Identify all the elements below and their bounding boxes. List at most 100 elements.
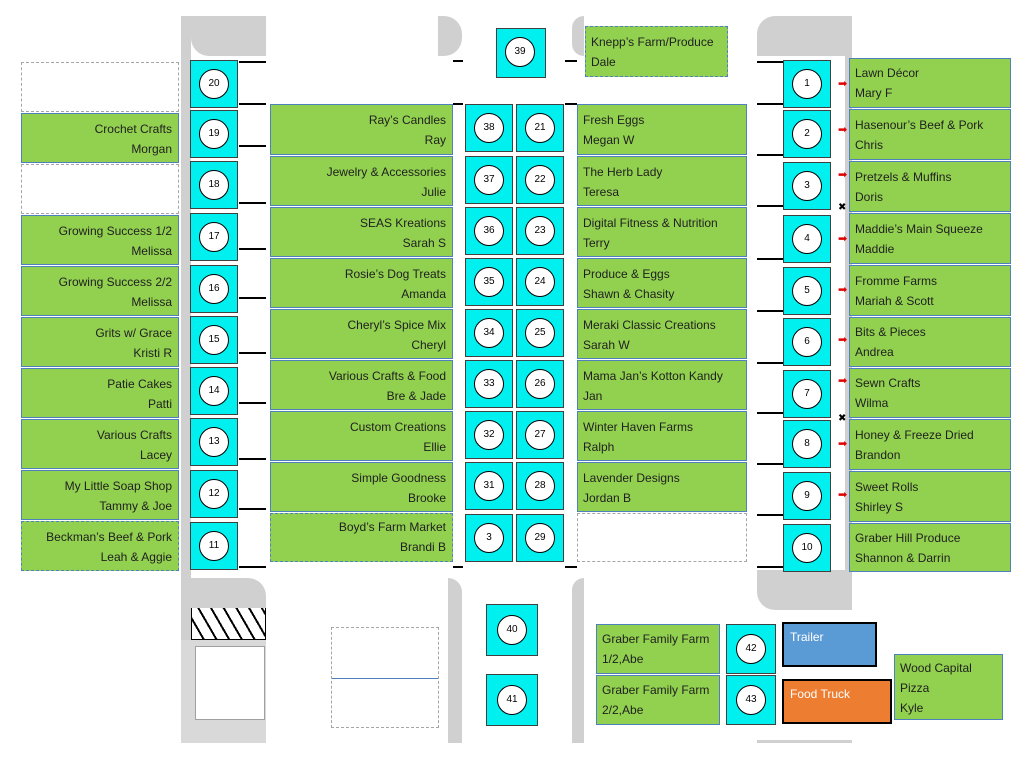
booth-25[interactable]: 25 — [516, 309, 564, 357]
booth-27[interactable]: 27 — [516, 411, 564, 459]
vendor-1[interactable]: Lawn Décor Mary F — [849, 58, 1011, 108]
vendor-28[interactable]: Lavender Designs Jordan B — [577, 462, 747, 512]
vendor-31[interactable]: Simple Goodness Brooke — [270, 462, 453, 512]
booth-26[interactable]: 26 — [516, 360, 564, 408]
vendor-person: Bre & Jade — [386, 389, 446, 403]
booth-43[interactable]: 43 — [726, 675, 776, 725]
vendor-35[interactable]: Rosie’s Dog Treats Amanda — [270, 258, 453, 308]
booth-14[interactable]: 14 — [190, 367, 238, 415]
vendor-32[interactable]: Custom Creations Ellie — [270, 411, 453, 461]
vendor-39[interactable]: Knepp’s Farm/Produce Dale — [585, 26, 728, 77]
booth-24[interactable]: 24 — [516, 258, 564, 306]
vendor-26[interactable]: Mama Jan’s Kotton Kandy Jan — [577, 360, 747, 410]
booth-19[interactable]: 19 — [190, 110, 238, 158]
vendor-27[interactable]: Winter Haven Farms Ralph — [577, 411, 747, 461]
vendor-19[interactable]: Crochet Crafts Morgan — [21, 113, 179, 163]
booth-11[interactable]: 11 — [190, 522, 238, 570]
vendor-16[interactable]: Growing Success 2/2 Melissa — [21, 266, 179, 316]
vendor-6[interactable]: Bits & Pieces Andrea — [849, 317, 1011, 367]
booth-16[interactable]: 16 — [190, 265, 238, 313]
vendor-2[interactable]: Hasenour’s Beef & Pork Chris — [849, 109, 1011, 160]
parking-box-divider — [332, 678, 438, 679]
vendor-37[interactable]: Jewelry & Accessories Julie — [270, 156, 453, 206]
booth-5[interactable]: 5 — [783, 267, 831, 315]
vendor-11[interactable]: Beckman’s Beef & Pork Leah & Aggie — [21, 521, 179, 571]
trailer[interactable]: Trailer — [782, 622, 877, 667]
vendor-33[interactable]: Various Crafts & Food Bre & Jade — [270, 360, 453, 410]
food-truck[interactable]: Food Truck — [782, 679, 892, 724]
booth-32[interactable]: 32 — [465, 411, 513, 459]
booth-36[interactable]: 36 — [465, 207, 513, 255]
booth-18[interactable]: 18 — [190, 161, 238, 209]
booth-29[interactable]: 29 — [516, 514, 564, 562]
booth-37[interactable]: 37 — [465, 156, 513, 204]
booth-21[interactable]: 21 — [516, 104, 564, 152]
booth-8[interactable]: 8 — [783, 420, 831, 468]
booth-22[interactable]: 22 — [516, 156, 564, 204]
vendor-38[interactable]: Ray’s Candles Ray — [270, 104, 453, 155]
booth-17[interactable]: 17 — [190, 213, 238, 261]
booth-7[interactable]: 7 — [783, 370, 831, 418]
booth-number: 23 — [525, 216, 555, 246]
booth-31[interactable]: 31 — [465, 462, 513, 510]
booth-42[interactable]: 42 — [726, 624, 776, 674]
booth-4[interactable]: 4 — [783, 215, 831, 263]
vendor-30[interactable]: Boyd’s Farm Market Brandi B — [270, 513, 453, 562]
vendor-13[interactable]: Various Crafts Lacey — [21, 419, 179, 469]
booth-number: 12 — [199, 479, 229, 509]
vendor-10[interactable]: Graber Hill Produce Shannon & Darrin — [849, 523, 1011, 572]
booth-41[interactable]: 41 — [486, 674, 538, 726]
vendor-25[interactable]: Meraki Classic Creations Sarah W — [577, 309, 747, 359]
vendor-34[interactable]: Cheryl’s Spice Mix Cheryl — [270, 309, 453, 359]
vendor-21[interactable]: Fresh Eggs Megan W — [577, 104, 747, 155]
vendor-24[interactable]: Produce & Eggs Shawn & Chasity — [577, 258, 747, 308]
booth-35[interactable]: 35 — [465, 258, 513, 306]
vendor-name: The Herb Lady — [583, 165, 663, 179]
vendor-14[interactable]: Patie Cakes Patti — [21, 368, 179, 418]
booth-40[interactable]: 40 — [486, 604, 538, 656]
vendor-12[interactable]: My Little Soap Shop Tammy & Joe — [21, 470, 179, 520]
booth-10[interactable]: 10 — [783, 524, 831, 572]
booth-number: 26 — [525, 369, 555, 399]
vendor-36[interactable]: SEAS Kreations Sarah S — [270, 207, 453, 257]
booth-33[interactable]: 33 — [465, 360, 513, 408]
vendor-name: Growing Success 2/2 — [58, 275, 172, 289]
booth-38[interactable]: 38 — [465, 104, 513, 152]
vendor-5[interactable]: Fromme Farms Mariah & Scott — [849, 265, 1011, 316]
vendor-person: Megan W — [583, 133, 635, 147]
vendor-9[interactable]: Sweet Rolls Shirley S — [849, 471, 1011, 522]
booth-12[interactable]: 12 — [190, 470, 238, 518]
booth-number: 38 — [474, 113, 504, 143]
vendor-4[interactable]: Maddie’s Main Squeeze Maddie — [849, 213, 1011, 264]
booth-39[interactable]: 39 — [496, 28, 546, 78]
vendor-name: Growing Success 1/2 — [58, 224, 172, 238]
x-icon: ✖ — [838, 202, 847, 213]
vendor-17[interactable]: Growing Success 1/2 Melissa — [21, 215, 179, 265]
booth-20[interactable]: 20 — [190, 60, 238, 108]
arrow-icon: ➡ — [838, 489, 848, 501]
vendor-43[interactable]: Graber Family Farm 2/2,Abe — [596, 675, 720, 725]
booth-6[interactable]: 6 — [783, 318, 831, 366]
booth-2[interactable]: 2 — [783, 110, 831, 158]
booth-28[interactable]: 28 — [516, 462, 564, 510]
booth-30[interactable]: 3 — [465, 514, 513, 562]
center-left-road — [448, 608, 462, 743]
booth-13[interactable]: 13 — [190, 418, 238, 466]
booth-34[interactable]: 34 — [465, 309, 513, 357]
vendor-name: Bits & Pieces — [855, 325, 926, 339]
tick — [565, 60, 577, 62]
booth-15[interactable]: 15 — [190, 316, 238, 364]
vendor-42[interactable]: Graber Family Farm 1/2,Abe — [596, 624, 720, 674]
booth-3[interactable]: 3 — [783, 162, 831, 210]
vendor-person: Sarah W — [583, 338, 630, 352]
vendor-22[interactable]: The Herb Lady Teresa — [577, 156, 747, 206]
vendor-pizza[interactable]: Wood Capital Pizza Kyle — [894, 654, 1003, 720]
booth-9[interactable]: 9 — [783, 472, 831, 520]
booth-23[interactable]: 23 — [516, 207, 564, 255]
vendor-3[interactable]: Pretzels & Muffins Doris — [849, 161, 1011, 212]
vendor-15[interactable]: Grits w/ Grace Kristi R — [21, 317, 179, 367]
vendor-7[interactable]: Sewn Crafts Wilma — [849, 368, 1011, 418]
vendor-23[interactable]: Digital Fitness & Nutrition Terry — [577, 207, 747, 257]
vendor-8[interactable]: Honey & Freeze Dried Brandon — [849, 419, 1011, 470]
booth-1[interactable]: 1 — [783, 60, 831, 108]
